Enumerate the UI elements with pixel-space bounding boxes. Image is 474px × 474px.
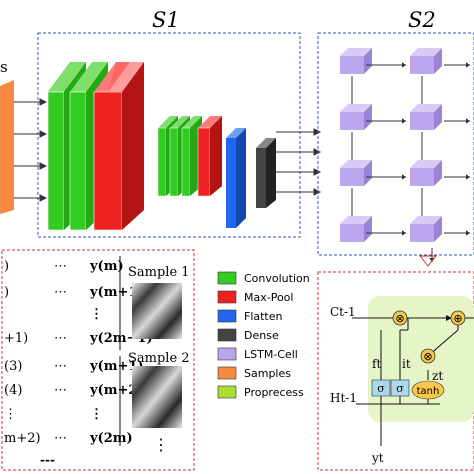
tanh-gate-label: tanh [417,386,440,397]
c-prev-label: Ct-1 [330,305,356,319]
row-right-cell: ⋮ [90,307,103,322]
input-multiply-icon [420,348,436,364]
lstm-grid [340,48,470,262]
input-multiply-symbol: ⊗ [423,350,432,363]
row-right-cell: y(m+1) [89,359,144,374]
row-left-cell: ⋮ [4,407,17,422]
row-dots-cell: ⋯ [54,383,67,398]
i-label: it [402,357,411,371]
input-arrows [14,98,48,202]
legend-item: Convolution [217,271,310,285]
forget-gate [371,379,391,397]
legend-swatch [217,385,237,399]
legend-label: Proprecess [244,386,304,399]
sample-1-image [132,283,182,339]
legend-item: Max-Pool [217,290,293,304]
stage-s2-box [317,32,474,256]
sample-table-box [1,249,195,471]
table-dashes: --- [40,453,55,467]
table-row: (3) ⋯ y(m+1) [4,359,144,374]
samples-label-fragment: s [0,58,8,76]
legend-label: Samples [244,367,291,380]
legend-item: Samples [217,366,291,380]
legend-swatch [217,328,237,342]
row-dots-cell: ⋯ [54,285,67,300]
legend-label: Dense [244,329,279,342]
f-label: ft [372,357,381,371]
forget-gate-symbol: σ [377,382,385,395]
legend-swatch [217,366,237,380]
legend-item: Flatten [217,309,283,323]
lstm-cell-cube [410,104,442,130]
table-row: m+2) ⋯ y(2m) [4,431,133,446]
row-left-cell: +1) [4,331,28,346]
legend-label: Max-Pool [244,291,293,304]
row-dots-cell: ⋯ [54,431,67,446]
sample-vdots: ⋮ [153,435,169,454]
lstm-cell-cube [340,104,372,130]
row-left-cell: ) [4,259,9,274]
table-row: (4) ⋯ y(m+2) [4,383,144,398]
row-left-cell: m+2) [4,431,41,446]
forget-multiply-icon [392,310,408,326]
row-dots-cell: ⋯ [54,359,67,374]
table-row: +1)⋯y(2m−1) [4,331,153,346]
cnn-layers [47,62,276,231]
lstm-cell-cube [410,216,442,242]
legend-label: LSTM-Cell [244,348,298,361]
add-symbol: ⊕ [453,312,462,325]
lstm-cell-cube [410,160,442,186]
legend-item: Proprecess [217,385,304,399]
row-dots-cell: ⋯ [54,259,67,274]
input-gate [390,379,410,397]
y-label: yt [371,451,384,465]
s1-to-s2-arrows [276,128,322,196]
legend-label: Convolution [244,272,310,285]
forget-multiply-symbol: ⊗ [395,312,404,325]
stage-s1-label: S1 [152,8,180,32]
h-prev-label: Ht-1 [330,391,357,405]
lstm-cell-cube [340,48,372,74]
table-row: ) ⋯ y(m+1) [4,285,144,300]
legend-item: LSTM-Cell [217,347,298,361]
row-right-cell: y(2m) [89,431,133,446]
stage-s2-label: S2 [408,8,436,32]
row-left-cell: (4) [4,383,22,398]
add-icon [450,310,466,326]
tanh-gate [411,380,445,400]
legend-swatch [217,290,237,304]
stage-s1-box [37,32,301,238]
legend-swatch [217,347,237,361]
z-label: zt [432,369,443,383]
lstm-cell-cube [340,216,372,242]
row-left-cell: ) [4,285,9,300]
sample-2-label: Sample 2 [128,351,190,366]
row-right-cell: y(m) [89,259,124,274]
sample-1-label: Sample 1 [128,265,190,280]
input-gate-symbol: σ [396,382,404,395]
table-row: ⋮ [90,307,103,322]
table-row: ) ⋯ y(m) [4,259,124,274]
samples-prism [0,80,14,214]
lstm-cell-detail: ⊗ ⊕ ⊗ σ σ tanh Ct-1 Ht-1 yt ft it zt [330,296,474,465]
zoom-connector [418,255,438,267]
lstm-cell-cube [410,48,442,74]
row-dots-cell: ⋯ [54,331,67,346]
legend-swatch [217,309,237,323]
lstm-cell-detail-box [317,271,474,471]
legend-label: Flatten [244,310,283,323]
lstm-cell-cube [340,160,372,186]
row-left-cell: (3) [4,359,22,374]
row-right-cell: y(m+2) [89,383,144,398]
table-row: ⋮⋮ [4,407,103,422]
sample-2-image [132,366,182,428]
samples-block: s [0,58,14,214]
row-right-cell: y(m+1) [89,285,144,300]
legend: ConvolutionMax-PoolFlattenDenseLSTM-Cell… [217,271,310,399]
row-right-cell: ⋮ [90,407,103,422]
legend-item: Dense [217,328,279,342]
legend-swatch [217,271,237,285]
